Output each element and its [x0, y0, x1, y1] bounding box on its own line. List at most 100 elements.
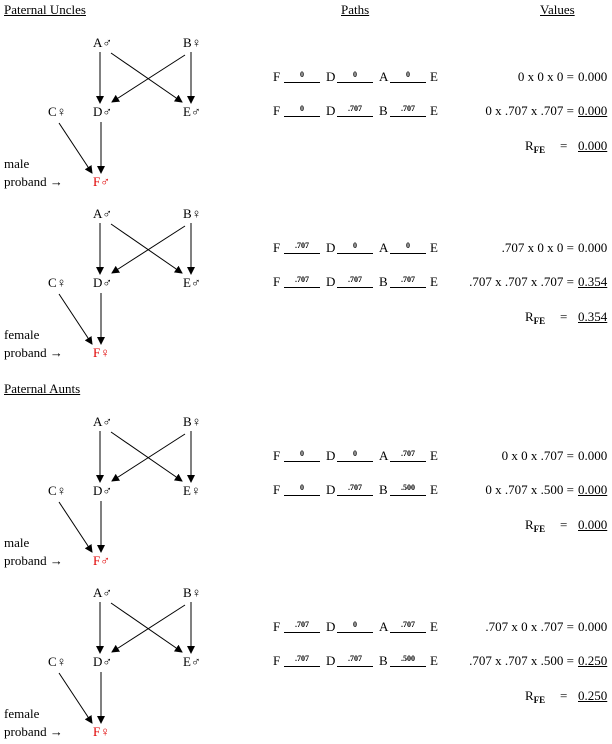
- value-result: 0.250: [578, 653, 608, 668]
- path-blank-line: [284, 287, 320, 288]
- path-coefficient-c2: 0: [353, 449, 357, 458]
- value-result: 0.000: [578, 482, 608, 497]
- r-fe-equals: =: [560, 138, 568, 153]
- node-b: B♀: [183, 585, 202, 600]
- r-fe-equals: =: [560, 688, 568, 703]
- path-letter-b: B: [379, 103, 388, 118]
- path-letter-d: D: [326, 240, 336, 255]
- path-blank-line: [337, 632, 373, 633]
- path-blank-line: [390, 666, 426, 667]
- value-result: 0.000: [578, 69, 608, 84]
- arrow-c-to-f: [58, 122, 93, 174]
- path-coefficient-c2: .707: [348, 104, 362, 113]
- path-letter-e: E: [430, 448, 438, 463]
- path-letter-e: E: [430, 240, 438, 255]
- path-blank-line: [337, 495, 373, 496]
- path-letter-e: E: [430, 619, 438, 634]
- path-coefficient-c2: .707: [348, 275, 362, 284]
- path-letter-d: D: [326, 103, 336, 118]
- path-blank-line: [337, 82, 373, 83]
- proband-sex-label: female: [4, 327, 40, 342]
- value-expression: .707 x .707 x .707 =: [469, 274, 574, 289]
- arrow-c-to-f: [58, 672, 93, 724]
- proband-sex-label: male: [4, 156, 30, 171]
- arrow-b-to-d: [111, 54, 186, 103]
- path-blank-line: [390, 82, 426, 83]
- path-coefficient-c3: .707: [401, 104, 415, 113]
- node-a: A♂: [93, 414, 113, 429]
- arrow-b-to-d: [111, 433, 186, 482]
- r-main: R: [525, 138, 534, 153]
- path-letter-d: D: [326, 619, 336, 634]
- arrow-b-to-d: [111, 225, 186, 274]
- node-c: C♀: [48, 654, 67, 669]
- node-b: B♀: [183, 206, 202, 221]
- r-main: R: [525, 517, 534, 532]
- arrow-c-to-f: [58, 293, 93, 345]
- path-letter-b: B: [379, 482, 388, 497]
- r-subscript: FE: [533, 524, 546, 534]
- r-fe-label: RFE: [525, 309, 545, 329]
- node-f-proband: F♀: [93, 724, 110, 739]
- path-letter-f: F: [273, 448, 281, 463]
- node-e: E♂: [183, 275, 201, 290]
- path-letter-d: D: [326, 274, 336, 289]
- node-c: C♀: [48, 483, 67, 498]
- r-subscript: FE: [533, 695, 546, 705]
- path-letter-e: E: [430, 69, 438, 84]
- r-fe-total: 0.354: [578, 309, 608, 324]
- path-letter-f: F: [273, 103, 281, 118]
- value-expression: 0 x 0 x 0 =: [517, 69, 574, 84]
- path-letter-d: D: [326, 448, 336, 463]
- proband-label: proband →: [4, 345, 63, 360]
- node-c: C♀: [48, 275, 67, 290]
- r-subscript: FE: [533, 316, 546, 326]
- r-fe-total: 0.000: [578, 138, 608, 153]
- node-b: B♀: [183, 35, 202, 50]
- path-letter-d: D: [326, 653, 336, 668]
- path-coefficient-c2: .707: [348, 654, 362, 663]
- arrow-c-to-f: [58, 501, 93, 553]
- path-coefficient-c3: .500: [401, 654, 415, 663]
- node-d: D♂: [93, 654, 113, 669]
- value-expression: 0 x 0 x .707 =: [501, 448, 574, 463]
- path-coefficient-c1: 0: [300, 70, 304, 79]
- node-a: A♂: [93, 585, 113, 600]
- path-coefficient-c1: .707: [295, 654, 309, 663]
- value-expression: 0 x .707 x .707 =: [485, 103, 574, 118]
- path-blank-line: [390, 253, 426, 254]
- path-letter-f: F: [273, 619, 281, 634]
- r-fe-equals: =: [560, 517, 568, 532]
- path-letter-d: D: [326, 69, 336, 84]
- heading-paternal-aunts: Paternal Aunts: [4, 381, 81, 396]
- path-letter-b: B: [379, 274, 388, 289]
- path-blank-line: [284, 82, 320, 83]
- node-f-proband: F♂: [93, 553, 110, 568]
- arrow-a-to-e: [110, 431, 183, 482]
- path-letter-f: F: [273, 274, 281, 289]
- path-letter-e: E: [430, 653, 438, 668]
- r-main: R: [525, 688, 534, 703]
- path-coefficient-c2: 0: [353, 620, 357, 629]
- path-blank-line: [337, 287, 373, 288]
- path-blank-line: [337, 253, 373, 254]
- path-coefficient-c3: .500: [401, 483, 415, 492]
- r-fe-label: RFE: [525, 138, 545, 158]
- path-coefficient-c3: 0: [406, 70, 410, 79]
- node-e: E♂: [183, 104, 201, 119]
- node-e: E♀: [183, 483, 201, 498]
- proband-label: proband →: [4, 724, 63, 739]
- r-fe-label: RFE: [525, 688, 545, 708]
- path-letter-e: E: [430, 103, 438, 118]
- r-fe-label: RFE: [525, 517, 545, 537]
- node-d: D♂: [93, 275, 113, 290]
- value-result: 0.000: [578, 103, 608, 118]
- path-coefficient-c1: .707: [295, 275, 309, 284]
- node-b: B♀: [183, 414, 202, 429]
- path-coefficient-c1: 0: [300, 104, 304, 113]
- path-blank-line: [390, 461, 426, 462]
- path-blank-line: [390, 116, 426, 117]
- path-letter-a: A: [379, 69, 389, 84]
